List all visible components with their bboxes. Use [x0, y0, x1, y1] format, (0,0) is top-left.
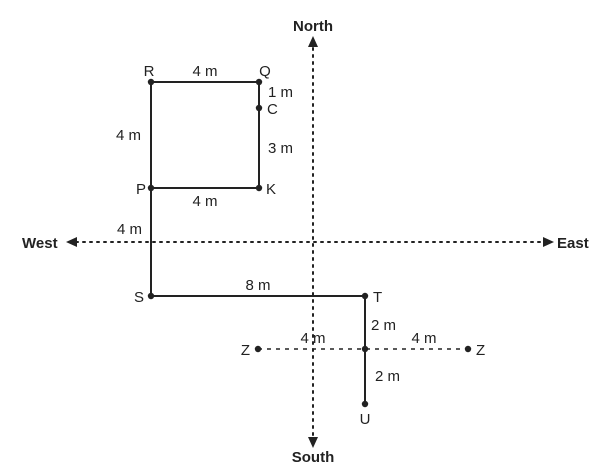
- point-R-label: R: [144, 63, 155, 80]
- distance-PK-label: 4 m: [192, 193, 217, 210]
- point-Q-dot: [255, 78, 263, 86]
- point-C-dot: [255, 104, 263, 112]
- point-T-label: T: [373, 289, 382, 306]
- point-Q-label: Q: [259, 63, 271, 80]
- point-T-dot: [361, 292, 369, 300]
- point-P-dot: [147, 184, 155, 192]
- point-U-label: U: [360, 411, 371, 428]
- point-K-label: K: [266, 181, 276, 198]
- distance-Zleft-mid-label: 4 m: [300, 330, 325, 347]
- point-Z-right-dot: [464, 345, 472, 353]
- distance-RQ-label: 4 m: [192, 63, 217, 80]
- west-label: West: [22, 235, 58, 252]
- point-P-label: P: [136, 181, 146, 198]
- south-arrowhead: [308, 437, 318, 448]
- distance-PS-label: 4 m: [117, 221, 142, 238]
- distance-mid-U-label: 2 m: [375, 368, 400, 385]
- west-arrowhead: [66, 237, 77, 247]
- north-arrowhead: [308, 36, 318, 47]
- distance-T-mid-label: 2 m: [371, 317, 396, 334]
- distance-ST-label: 8 m: [245, 277, 270, 294]
- point-Z-right-label: Z: [476, 342, 485, 359]
- point-R-dot: [147, 78, 155, 86]
- south-label: South: [292, 449, 335, 466]
- east-label: East: [557, 235, 589, 252]
- east-arrowhead: [543, 237, 554, 247]
- distance-CK-label: 3 m: [268, 140, 293, 157]
- point-S-dot: [147, 292, 155, 300]
- point-C-label: C: [267, 101, 278, 118]
- north-label: North: [293, 18, 333, 35]
- point-K-dot: [255, 184, 263, 192]
- point-Z-left-label: Z: [241, 342, 250, 359]
- point-U-dot: [361, 400, 369, 408]
- point-mid-dot: [361, 345, 369, 353]
- distance-mid-Zright-label: 4 m: [411, 330, 436, 347]
- distance-RP-label: 4 m: [116, 127, 141, 144]
- point-Z-left-dot: [254, 345, 262, 353]
- point-S-label: S: [134, 289, 144, 306]
- distance-QC-label: 1 m: [268, 84, 293, 101]
